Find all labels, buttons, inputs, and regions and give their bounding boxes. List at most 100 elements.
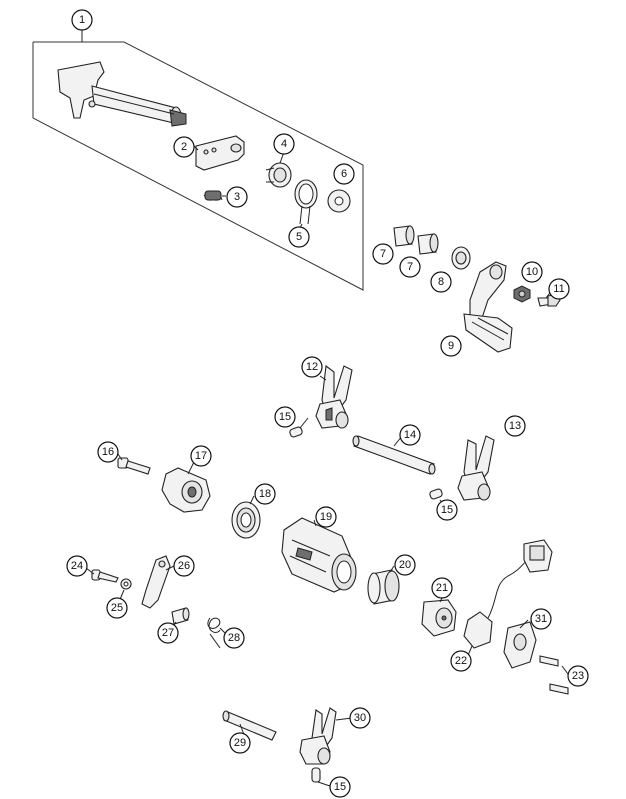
- callout-24: 24: [66, 555, 88, 577]
- svg-text:30: 30: [354, 712, 366, 724]
- svg-text:12: 12: [306, 361, 318, 373]
- svg-text:17: 17: [195, 450, 207, 462]
- callout-12: 12: [301, 356, 323, 378]
- callout-26: 26: [173, 555, 195, 577]
- pin-15a: [289, 426, 303, 438]
- callout-13: 13: [504, 415, 526, 437]
- retaining-ring-5: [294, 179, 318, 225]
- callout-29: 29: [229, 732, 251, 754]
- sensor-housing-21: [421, 599, 457, 637]
- svg-text:22: 22: [455, 655, 467, 667]
- svg-text:1: 1: [79, 14, 85, 26]
- svg-text:8: 8: [438, 276, 444, 288]
- callout-17: 17: [190, 445, 212, 467]
- lever-26: [141, 555, 171, 609]
- callout-9: 9: [440, 335, 462, 357]
- svg-text:23: 23: [572, 670, 584, 682]
- svg-text:21: 21: [436, 582, 448, 594]
- callout-20: 20: [394, 554, 416, 576]
- callout-11: 11: [548, 278, 570, 300]
- callout-1: 1: [71, 9, 93, 31]
- svg-text:29: 29: [234, 737, 246, 749]
- shift-rod-14: [352, 435, 436, 475]
- svg-text:5: 5: [296, 231, 302, 243]
- callout-5: 5: [288, 226, 310, 248]
- callout-19: 19: [315, 506, 337, 528]
- shift-drum-19: [281, 517, 357, 593]
- svg-text:28: 28: [228, 632, 240, 644]
- bearing-18: [231, 501, 261, 539]
- seal-ring-8: [451, 246, 471, 270]
- svg-text:9: 9: [448, 340, 454, 352]
- svg-text:10: 10: [526, 266, 538, 278]
- svg-text:26: 26: [178, 560, 190, 572]
- sensor-cover-31: [503, 621, 537, 669]
- pin-15b: [429, 488, 443, 500]
- callout-15b: 15: [436, 499, 458, 521]
- bolt-24: [91, 569, 119, 583]
- pin-15c: [311, 767, 321, 783]
- callout-2: 2: [173, 136, 195, 158]
- svg-text:13: 13: [509, 420, 521, 432]
- callout-16: 16: [97, 441, 119, 463]
- gear-sensor-22: [463, 539, 553, 649]
- svg-text:16: 16: [102, 446, 114, 458]
- shift-fork-13: [457, 435, 495, 501]
- shift-fork-12: [315, 364, 353, 429]
- svg-text:24: 24: [71, 560, 83, 572]
- svg-text:11: 11: [553, 283, 564, 295]
- svg-text:27: 27: [162, 627, 174, 639]
- svg-text:18: 18: [259, 488, 271, 500]
- svg-text:2: 2: [181, 141, 187, 153]
- callout-10: 10: [521, 261, 543, 283]
- callout-8: 8: [430, 271, 452, 293]
- shift-lever-9: [463, 261, 513, 353]
- spring-28: [207, 617, 221, 649]
- clip-ring-4: [265, 162, 292, 188]
- svg-text:15: 15: [441, 504, 453, 516]
- callout-28: 28: [223, 627, 245, 649]
- nut-10: [513, 285, 531, 303]
- rod-29: [222, 710, 277, 741]
- screw-16: [117, 457, 151, 475]
- callout-4: 4: [273, 133, 295, 155]
- svg-text:7: 7: [407, 261, 413, 273]
- callout-23: 23: [567, 665, 589, 687]
- plate-2: [195, 135, 245, 171]
- shift-shaft: [57, 61, 187, 127]
- svg-text:20: 20: [399, 559, 411, 571]
- callout-14: 14: [399, 424, 421, 446]
- callout-21: 21: [431, 577, 453, 599]
- shift-drum-locator-17: [161, 467, 211, 513]
- callout-7b: 7: [399, 256, 421, 278]
- callout-6: 6: [333, 163, 355, 185]
- bushing-7b: [417, 233, 439, 255]
- svg-text:31: 31: [535, 613, 547, 625]
- svg-text:15: 15: [279, 411, 291, 423]
- callout-30: 30: [349, 707, 371, 729]
- svg-text:15: 15: [334, 781, 346, 793]
- callout-25: 25: [106, 597, 128, 619]
- roller-27: [171, 607, 190, 625]
- callout-15a: 15: [274, 406, 296, 428]
- washer-6: [327, 189, 351, 213]
- callout-31: 31: [530, 608, 552, 630]
- svg-text:4: 4: [281, 138, 287, 150]
- shift-fork-30: [299, 707, 337, 765]
- svg-text:14: 14: [404, 429, 416, 441]
- svg-text:7: 7: [380, 248, 386, 260]
- spring-3: [203, 190, 223, 202]
- svg-text:19: 19: [320, 511, 332, 523]
- washer-25: [120, 578, 132, 590]
- callout-3: 3: [226, 186, 248, 208]
- svg-text:25: 25: [111, 602, 123, 614]
- callout-15c: 15: [329, 776, 351, 798]
- bearing-20: [367, 569, 400, 605]
- callout-27: 27: [157, 622, 179, 644]
- svg-text:6: 6: [341, 168, 347, 180]
- screw-23a: [539, 655, 559, 667]
- callout-7a: 7: [372, 243, 394, 265]
- bushing-7a: [393, 225, 415, 247]
